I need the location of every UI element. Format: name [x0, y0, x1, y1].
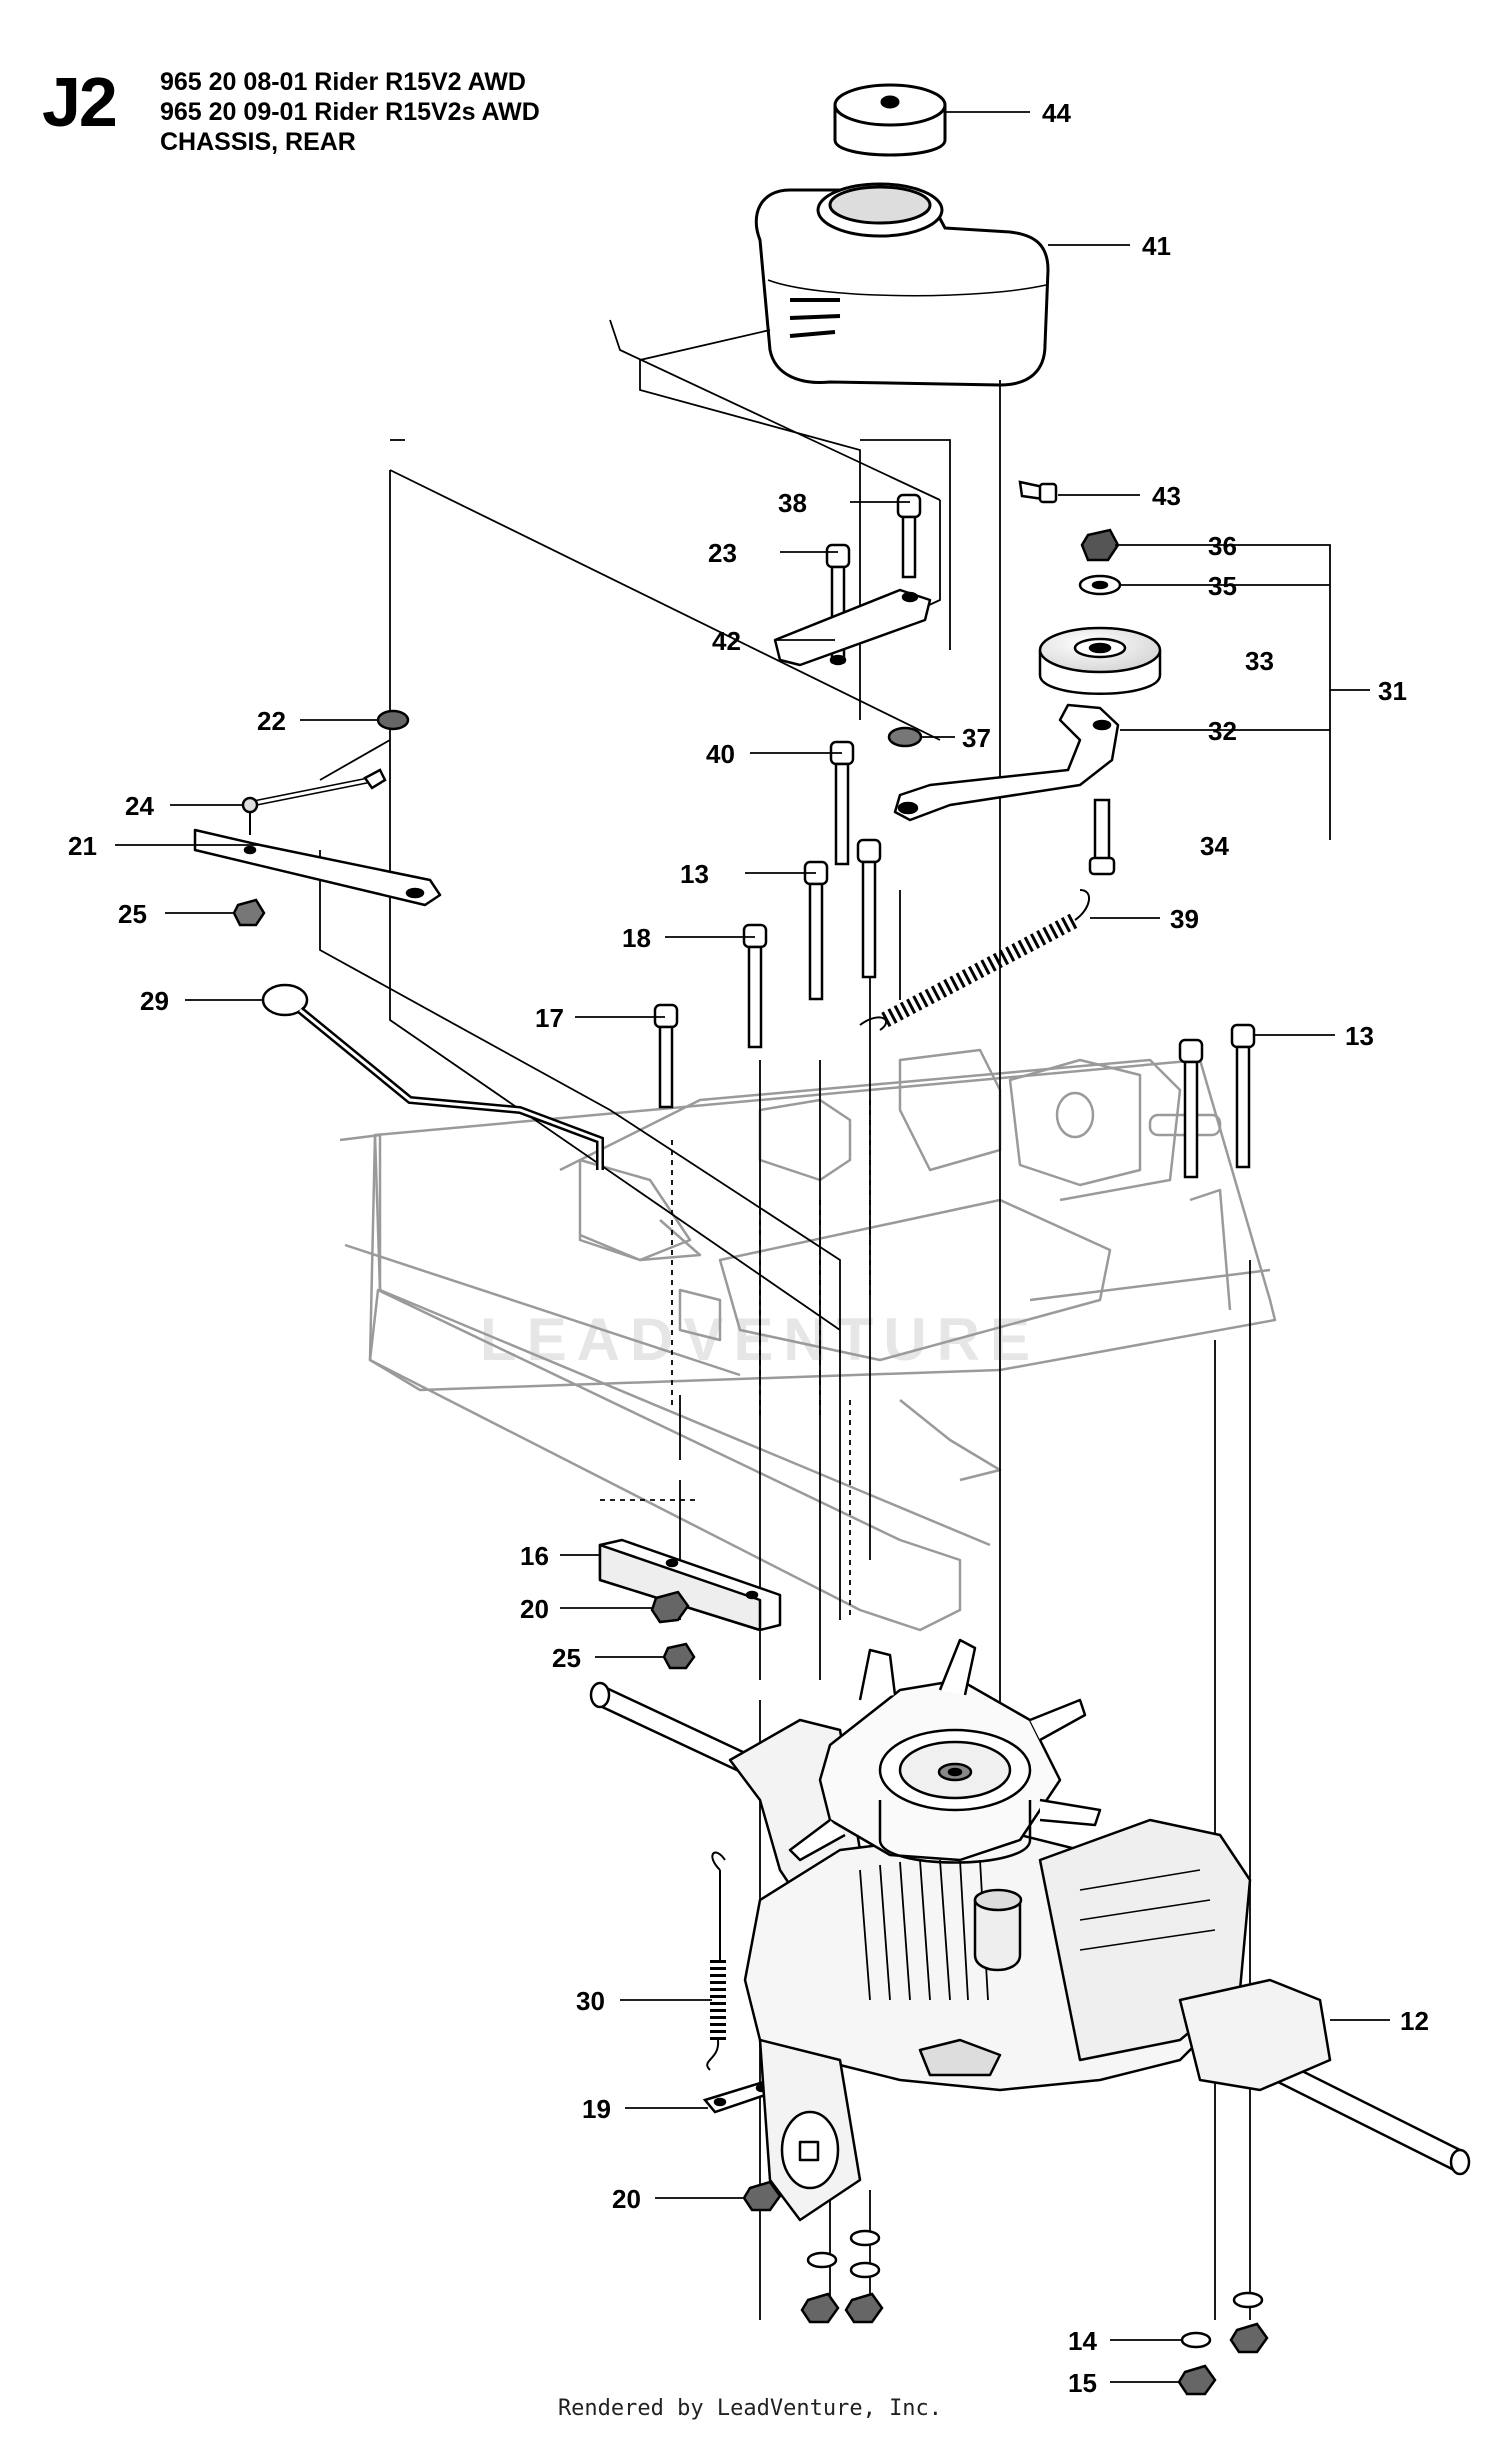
- callout-12: 12: [1400, 2006, 1429, 2036]
- callout-36: 36: [1208, 531, 1237, 561]
- callout-35: 35: [1208, 571, 1237, 601]
- idler-arm-32: [893, 703, 1120, 822]
- callout-30: 30: [576, 1986, 605, 2016]
- callout-15: 15: [1068, 2368, 1097, 2398]
- bracket-42: [773, 588, 932, 667]
- bolts: [653, 480, 1256, 1179]
- spacer-block-16: [598, 1538, 782, 1632]
- nut-25-top: [232, 898, 266, 927]
- bushing-37: [887, 726, 923, 748]
- callout-44: 44: [1042, 98, 1071, 128]
- callout-40: 40: [706, 739, 735, 769]
- transaxle: [589, 1681, 1471, 2222]
- header-line-1: 965 20 08-01 Rider R15V2 AWD: [160, 68, 526, 96]
- callout-33: 33: [1245, 646, 1274, 676]
- chassis-crossbeam: [339, 1133, 991, 1547]
- callout-29: 29: [140, 986, 169, 1016]
- fuel-cap: [833, 83, 947, 157]
- fuel-tank: [754, 182, 1050, 387]
- callout-19: 19: [582, 2094, 611, 2124]
- callout-21: 21: [68, 831, 97, 861]
- watermark: LEADVENTURE: [480, 1306, 1040, 1373]
- cooling-fan-pulley: [788, 1638, 1102, 1864]
- callout-38: 38: [778, 488, 807, 518]
- dashed-alignment-lines: [600, 1100, 871, 1620]
- callout-13-upper: 13: [680, 859, 709, 889]
- grommet-22: [376, 709, 410, 731]
- header-line-2: 965 20 09-01 Rider R15V2s AWD: [160, 98, 540, 126]
- callout-42: 42: [712, 626, 741, 656]
- callout-31: 31: [1378, 676, 1407, 706]
- pulley-33: [1038, 626, 1162, 695]
- header-line-3: CHASSIS, REAR: [160, 128, 356, 156]
- callout-34: 34: [1200, 831, 1229, 861]
- link-rod-24: [241, 768, 387, 835]
- nut-25-lower: [662, 1642, 696, 1670]
- washer-35: [1078, 574, 1122, 596]
- callout-37: 37: [962, 723, 991, 753]
- nut-36: [1080, 528, 1120, 562]
- callout-25-upper: 25: [118, 899, 147, 929]
- bottom-hardware: [742, 2180, 1269, 2396]
- callout-32: 32: [1208, 716, 1237, 746]
- callout-20-upper: 20: [520, 1594, 549, 1624]
- callout-22: 22: [257, 706, 286, 736]
- footer-credit: Rendered by LeadVenture, Inc.: [557, 2396, 943, 2421]
- spring-30: [706, 1851, 726, 2071]
- callout-43: 43: [1152, 481, 1181, 511]
- page-code: J2: [42, 63, 118, 141]
- callout-41: 41: [1142, 231, 1171, 261]
- callout-labels: 44 41 43 38 23 36 35 42 33 31 22 37 32 4…: [68, 98, 1429, 2398]
- nut-20-upper: [650, 1590, 690, 1624]
- lever-21: [193, 828, 442, 907]
- callout-leaders: [115, 111, 1390, 2383]
- callout-14: 14: [1068, 2326, 1097, 2356]
- callout-24: 24: [125, 791, 154, 821]
- callout-17: 17: [535, 1003, 564, 1033]
- callout-39: 39: [1170, 904, 1199, 934]
- callout-13-right: 13: [1345, 1021, 1374, 1051]
- callout-25-lower: 25: [552, 1643, 581, 1673]
- callout-18: 18: [622, 923, 651, 953]
- callout-20-lower: 20: [612, 2184, 641, 2214]
- spring-39: [859, 889, 1090, 1031]
- callout-23: 23: [708, 538, 737, 568]
- callout-16: 16: [520, 1541, 549, 1571]
